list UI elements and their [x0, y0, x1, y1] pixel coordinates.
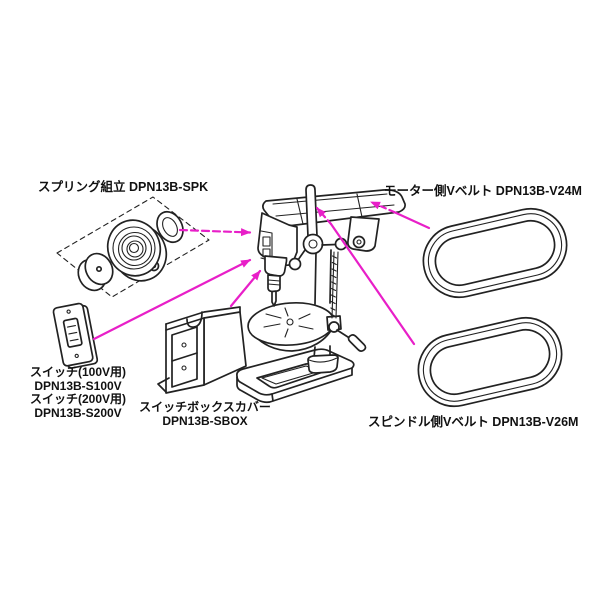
arrow-cover-to-head: [229, 269, 262, 308]
switch-box-cover-label: スイッチボックスカバー DPN13B-SBOX: [138, 400, 272, 428]
switch-100v-code: DPN13B-S100V: [34, 378, 122, 393]
spindle-belt-label: スピンドル側Vベルト DPN13B-V26M: [368, 415, 579, 429]
switch-200v-code: DPN13B-S200V: [34, 405, 122, 420]
spindle-v-belt-illustration: [417, 316, 563, 408]
spring-assembly-illustration: [56, 196, 210, 298]
motor-belt-label: モーター側Vベルト DPN13B-V24M: [384, 184, 582, 198]
spring-assembly-label: スプリング組立 DPN13B-SPK: [38, 180, 209, 194]
drill-press-illustration: [236, 184, 406, 404]
arrow-motor-belt-to-head: [369, 200, 431, 230]
pointer-arrows: [92, 200, 431, 346]
arrow-spindle-belt-to-head: [315, 206, 416, 346]
switch-200v-name: スイッチ(200V用): [29, 392, 127, 406]
switch-100v-name: スイッチ(100V用): [29, 365, 127, 379]
arrow-spring-to-head: [178, 228, 252, 237]
arrow-switch-to-head: [92, 258, 252, 341]
switch-box-cover-illustration: [157, 306, 247, 394]
switch-label: スイッチ(100V用) DPN13B-S100V スイッチ(200V用) DPN…: [20, 365, 136, 420]
switch-box-cover-name: スイッチボックスカバー: [139, 400, 271, 414]
switch-illustration: [52, 302, 99, 369]
switch-box-cover-code: DPN13B-SBOX: [162, 413, 248, 428]
motor-v-belt-illustration: [422, 207, 568, 299]
